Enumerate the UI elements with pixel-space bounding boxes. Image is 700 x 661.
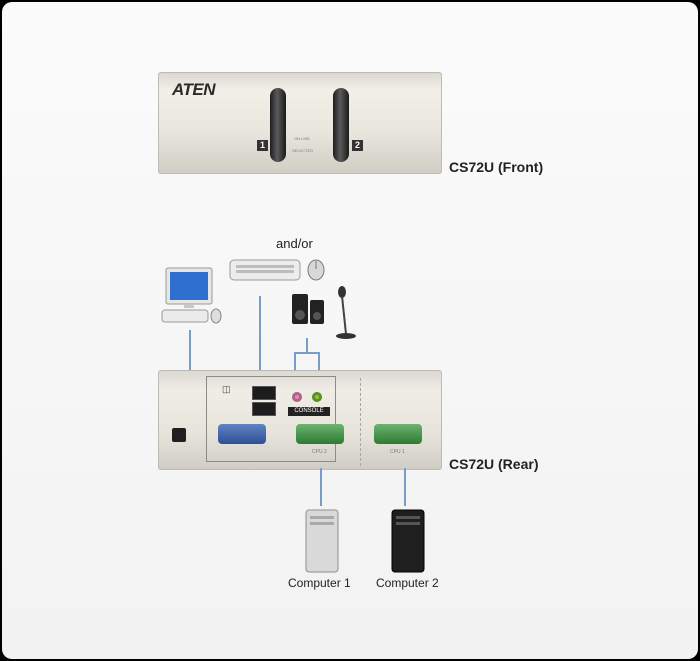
and-or-text: and/or	[276, 236, 313, 251]
speakers-microphone-group	[292, 286, 356, 339]
computer-1-label: Computer 1	[288, 576, 351, 590]
console-vga-port	[218, 424, 266, 444]
port-1-button	[270, 88, 286, 162]
keyboard-mouse-group	[229, 259, 325, 281]
microphone-icon	[336, 286, 356, 339]
computer-2-tower-icon	[391, 509, 425, 573]
cpu2-label: CPU 2	[312, 449, 327, 455]
pc-console-icon	[161, 267, 222, 324]
aten-logo: ATEN	[172, 80, 216, 99]
computer-2-label: Computer 2	[376, 576, 439, 590]
speaker-icon	[292, 294, 324, 324]
keyboard-cable-line	[259, 296, 261, 372]
cpu1-vga-port	[374, 424, 422, 444]
keyboard-icon	[229, 259, 301, 281]
port-2-number: 2	[352, 140, 363, 151]
audio-cable-top	[306, 338, 308, 353]
console-label: CONSOLE	[288, 407, 330, 416]
front-caption: CS72U (Front)	[449, 159, 544, 175]
audio-cable-bracket	[294, 352, 320, 354]
cs72u-front-unit	[158, 72, 442, 174]
audio-cable-right	[318, 352, 320, 372]
selected-label: SELECTED	[292, 148, 314, 153]
power-jack	[172, 428, 186, 442]
cpu1-label: CPU 1	[390, 449, 405, 455]
speaker-jack	[312, 392, 322, 402]
usb-port-bottom	[252, 402, 276, 416]
cs72u-rear-unit	[158, 370, 442, 470]
online-label: ON LINE	[294, 136, 311, 141]
usb-port-top	[252, 386, 276, 400]
audio-cable-left	[294, 352, 296, 372]
computer1-cable-line	[320, 468, 322, 506]
mouse-icon	[307, 259, 325, 281]
port-1-number: 1	[257, 140, 268, 151]
computer-1-tower-icon	[305, 509, 339, 573]
rear-caption: CS72U (Rear)	[449, 456, 539, 472]
console-port-panel	[206, 376, 336, 462]
rear-divider	[360, 378, 361, 466]
mic-jack	[292, 392, 302, 402]
computer2-cable-line	[404, 468, 406, 506]
cpu2-vga-port	[296, 424, 344, 444]
port-2-button	[333, 88, 349, 162]
mouse-port-icon: ◫	[222, 384, 231, 394]
